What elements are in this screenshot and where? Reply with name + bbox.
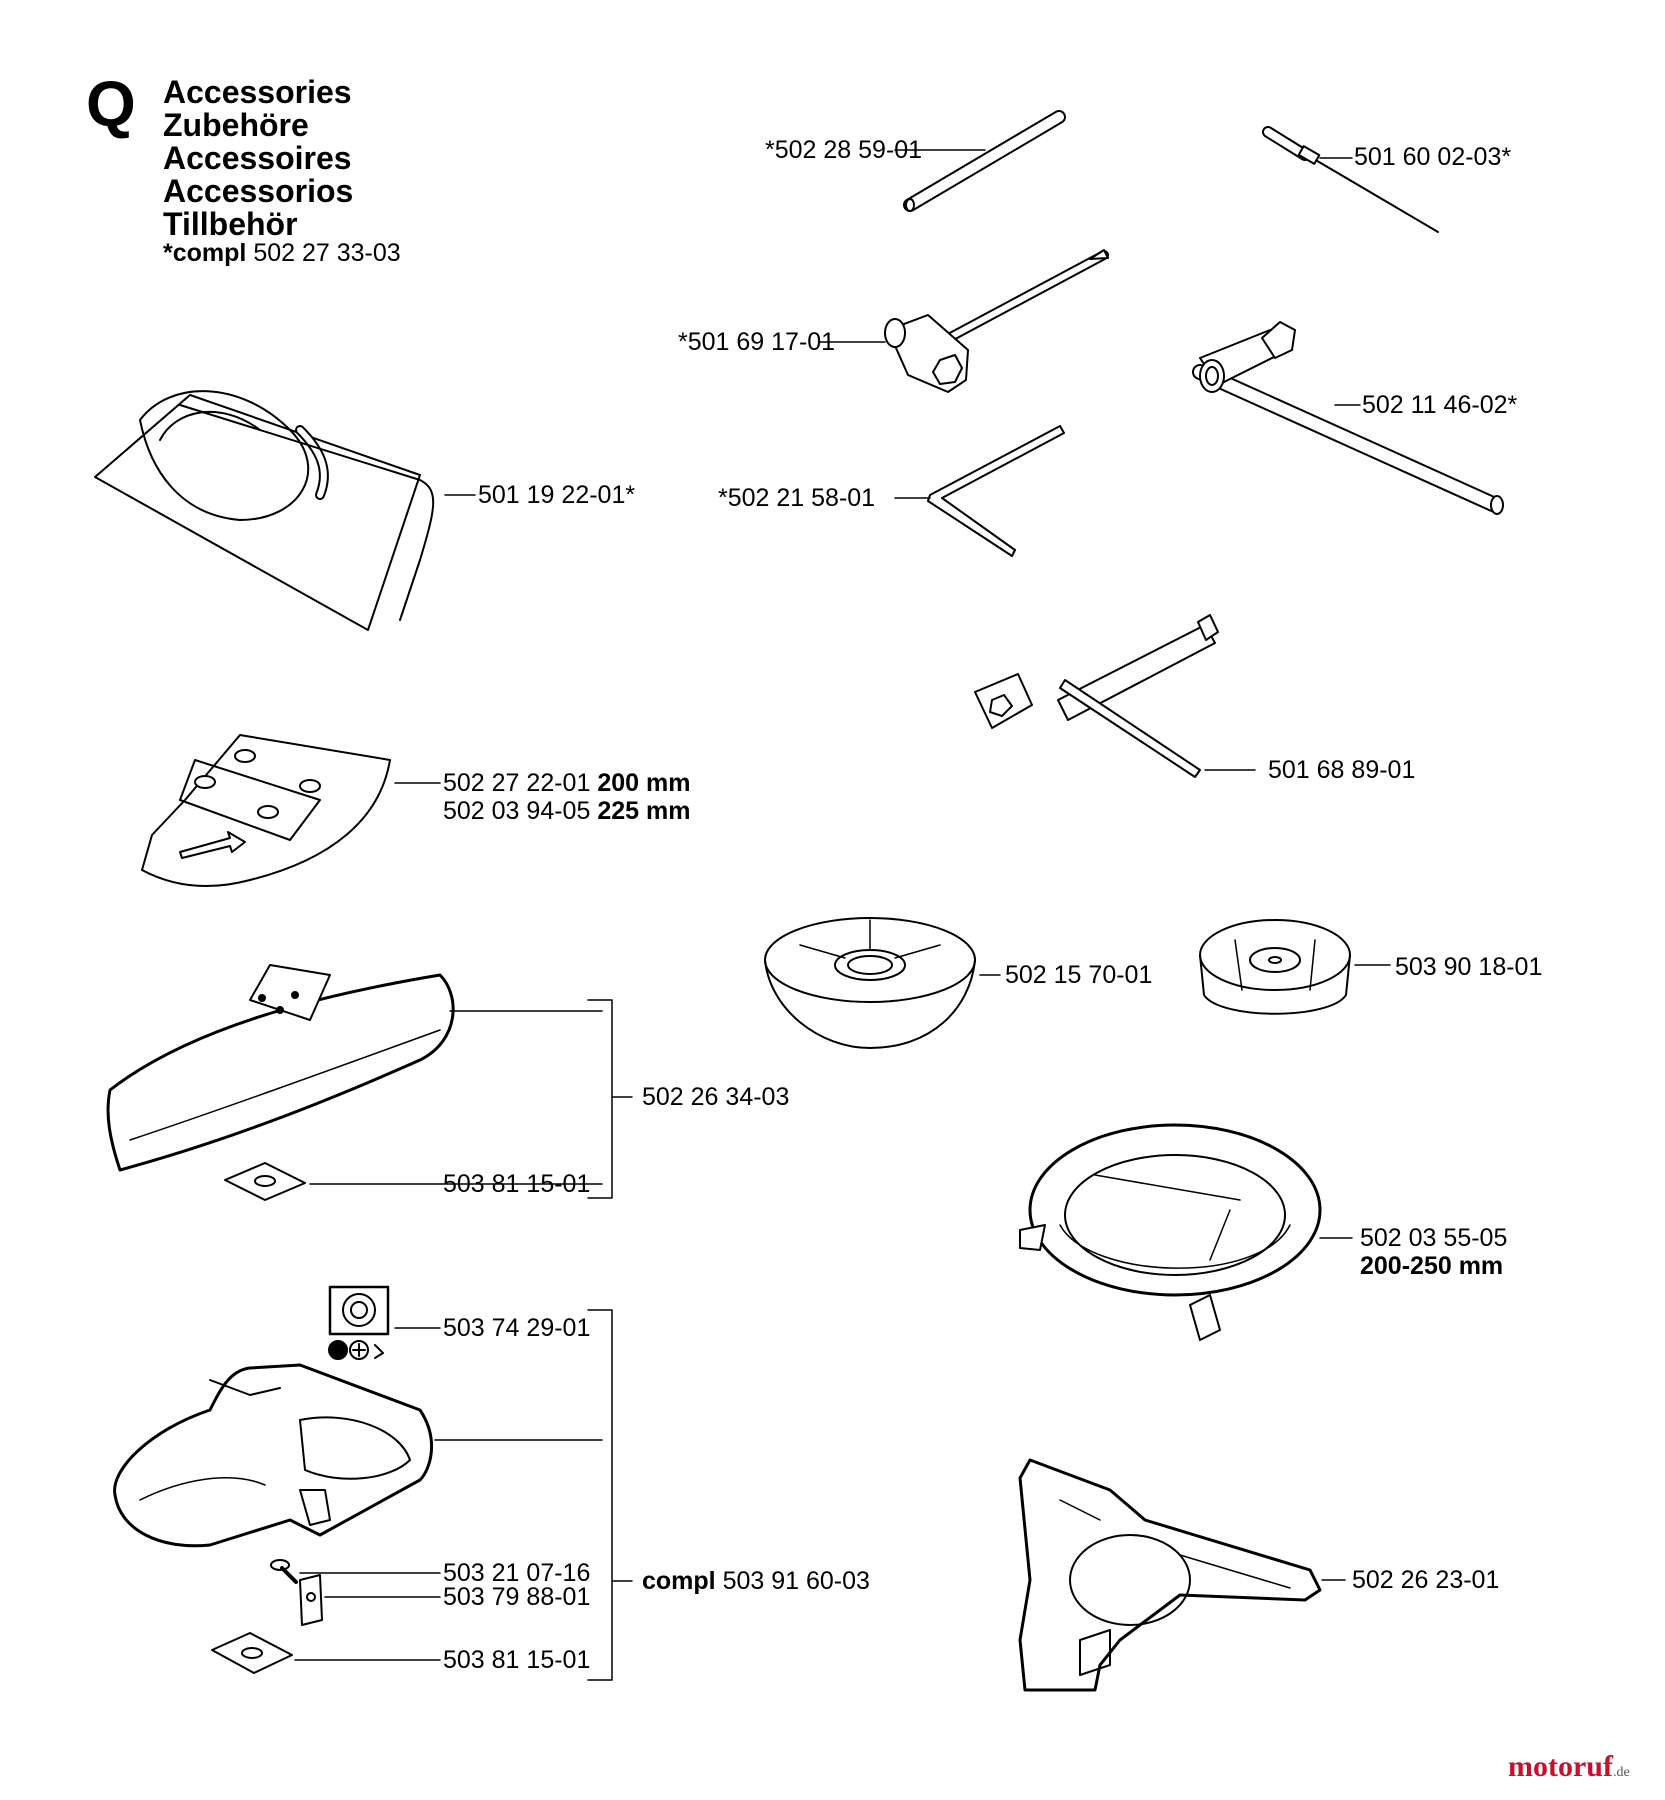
part-label-trimmer-compl: compl 503 91 60-03 [642,1569,870,1594]
part-label-support-cup-2: 503 90 18-01 [1395,953,1543,981]
guard-225-number: 502 03 94-05 [443,797,591,825]
guard-200-size: 200 mm [597,769,691,797]
spider-guard-drawing [1018,1458,1346,1692]
part-label-guard-225: 502 03 94-05 225 mm [443,799,690,824]
trimmer-guard-drawing [113,1363,603,1548]
watermark-text: motoruf [1508,1750,1613,1783]
part-label-guard-ring-size: 200-250 mm [1360,1252,1504,1280]
screwdriver-drawing [1262,126,1439,233]
t-wrench-long-drawing [1192,321,1504,515]
compl-kit-number: *compl 502 27 33-03 [163,241,401,266]
part-label-blade-guard-plate: 503 81 15-01 [443,1170,591,1198]
watermark-suffix: .de [1612,1765,1630,1780]
harness-drawing [94,390,476,631]
guard-225-size: 225 mm [597,797,691,825]
part-label-t-wrench-small: 501 68 89-01 [1268,756,1416,784]
section-letter: Q [86,68,136,140]
part-label-blade-guard-group: 502 26 34-03 [642,1083,790,1111]
compl-number: 502 27 33-03 [253,239,401,267]
title-en: Accessories [163,74,352,110]
t-wrench-small-drawing [974,614,1256,778]
guard-200-number: 502 27 22-01 [443,769,591,797]
trimmer-clip-drawing [299,1574,441,1626]
part-label-socket-wrench: *501 69 17-01 [678,328,836,356]
title-fr: Accessoires [163,140,352,176]
hex-key-drawing [894,425,1065,557]
title-sv: Tillbehör [163,206,298,242]
socket-wrench-drawing [819,249,1109,393]
part-label-trimmer-screw: 503 21 07-16 [443,1559,591,1587]
part-label-guard-200: 502 27 22-01 200 mm [443,771,690,796]
watermark-logo: motoruf.de [1508,1752,1630,1782]
title-es: Accessorios [163,173,354,209]
part-label-hex-key: *502 21 58-01 [718,484,876,512]
blade-guard-drawing [106,964,633,1201]
trimmer-plate-drawing [211,1309,633,1681]
part-label-support-cup-1: 502 15 70-01 [1005,961,1153,989]
part-label-guard-ring: 502 03 55-05 [1360,1224,1508,1252]
part-label-screwdriver: 501 60 02-03* [1354,143,1512,171]
part-label-trimmer-head: 503 74 29-01 [443,1314,591,1342]
title-de: Zubehöre [163,107,309,143]
trimmer-head-drawing [328,1285,441,1360]
rod-drawing [894,110,1066,212]
support-cup-2-drawing [1199,919,1391,1015]
support-cup-1-drawing [764,917,1001,1049]
trimmer-compl-number: 503 91 60-03 [722,1567,870,1595]
part-label-trimmer-clip: 503 79 88-01 [443,1583,591,1611]
part-label-t-wrench-long: 502 11 46-02* [1362,391,1518,419]
part-label-trimmer-plate: 503 81 15-01 [443,1646,591,1674]
compl-prefix: *compl [163,239,247,267]
part-label-spider-guard: 502 26 23-01 [1352,1566,1500,1594]
part-label-harness: 501 19 22-01* [478,481,636,509]
part-label-rod: *502 28 59-01 [765,136,923,164]
trimmer-screw-drawing [270,1559,441,1584]
grass-guard-small-drawing [141,734,441,888]
guard-ring-drawing [1019,1123,1353,1341]
trimmer-compl-prefix: compl [642,1567,716,1595]
